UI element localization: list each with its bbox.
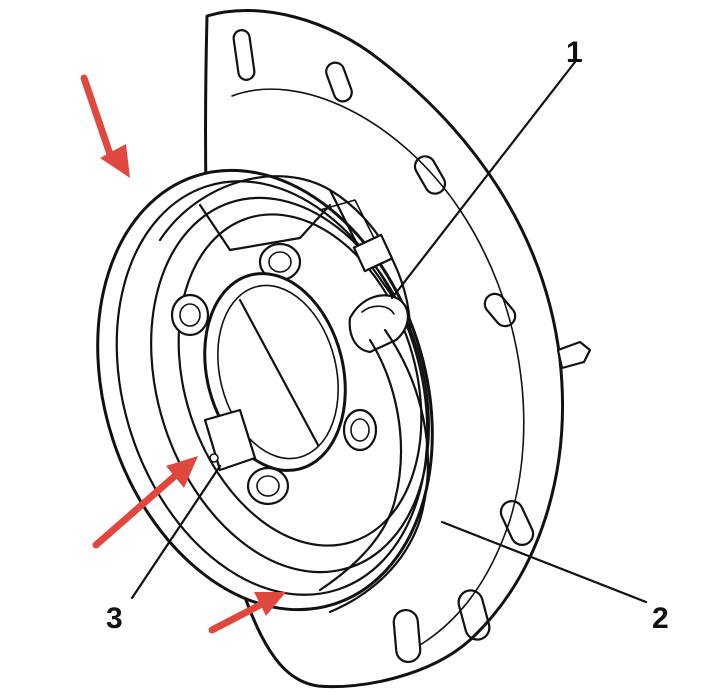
flange-slots	[232, 29, 535, 664]
leader-lines	[130, 60, 648, 604]
leader-line-3	[130, 464, 222, 600]
red-arrow-top	[80, 74, 130, 178]
bolt-top	[258, 242, 302, 282]
red-arrow-bottom	[208, 592, 286, 634]
bolt-bottom	[246, 466, 290, 506]
callout-1: 1	[566, 36, 583, 69]
leader-line-2	[440, 520, 648, 604]
hub-tab	[203, 408, 257, 472]
pointer-arrows	[80, 74, 286, 634]
red-arrow-middle	[92, 456, 198, 549]
callout-2: 2	[652, 602, 669, 635]
leader-line-1	[390, 60, 577, 300]
bolt-right	[342, 408, 378, 452]
callout-3: 3	[106, 602, 123, 635]
wheel-speed-sensor	[318, 294, 430, 614]
bolt-left	[170, 293, 210, 337]
